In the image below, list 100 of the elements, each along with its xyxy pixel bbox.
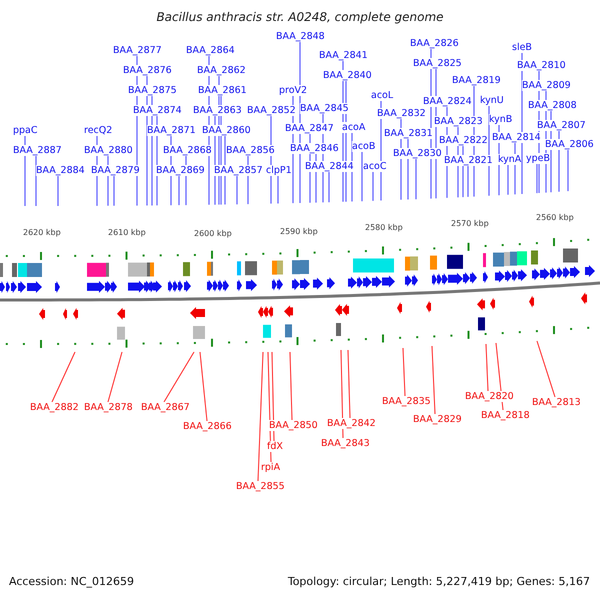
gene-label: BAA_2809	[522, 80, 571, 91]
leader-line	[372, 172, 374, 202]
gene-label: BAA_2840	[323, 70, 372, 81]
gene-label: BAA_2866	[183, 421, 232, 432]
gene-label: BAA_2810	[517, 60, 566, 71]
gene-label: BAA_2841	[319, 50, 368, 61]
leader-line	[200, 352, 208, 422]
gene-label: BAA_2807	[537, 120, 586, 131]
gene-label: BAA_2879	[91, 165, 140, 176]
gene-label: BAA_2832	[377, 108, 426, 119]
gene-label: BAA_2822	[439, 135, 488, 146]
gene-label: BAA_2861	[198, 85, 247, 96]
gene-label: BAA_2830	[393, 148, 442, 159]
leader-line	[272, 352, 274, 442]
gene-label: BAA_2829	[413, 414, 462, 425]
scale-label: 2560 kbp	[536, 213, 574, 222]
gene-label: BAA_2825	[413, 58, 462, 69]
gene-label: BAA_2824	[423, 96, 472, 107]
scale-label: 2610 kbp	[108, 228, 146, 237]
leader-line	[402, 348, 406, 396]
gene-label: kynU	[480, 95, 504, 106]
gene-label: BAA_2820	[465, 391, 514, 402]
gene-label: BAA_2855	[236, 481, 285, 492]
gene-label: BAA_2860	[202, 125, 251, 136]
gene-label: BAA_2835	[382, 396, 431, 407]
gene-label: BAA_2842	[327, 418, 376, 429]
gene-label: acoB	[352, 141, 376, 152]
gene-label: BAA_2874	[133, 105, 182, 116]
accession-text: Accession: NC_012659	[9, 575, 134, 588]
gene-label: BAA_2862	[197, 65, 246, 76]
gene-label: BAA_2846	[290, 143, 339, 154]
leader-line	[108, 352, 122, 402]
gene-label: BAA_2814	[492, 132, 541, 143]
gene-label: BAA_2876	[123, 65, 172, 76]
gene-label: BAA_2819	[452, 75, 501, 86]
leader-line	[178, 176, 180, 206]
gene-label: ppaC	[13, 125, 38, 136]
scale-label: 2620 kbp	[23, 228, 61, 237]
gene-label: BAA_2882	[30, 402, 79, 413]
gene-label: recQ2	[84, 125, 112, 136]
gene-label: rpiA	[261, 462, 280, 473]
gene-label: acoL	[371, 90, 394, 101]
scale-label: 2570 kbp	[451, 219, 489, 228]
gene-label: BAA_2867	[141, 402, 190, 413]
gene-label: BAA_2856	[226, 145, 275, 156]
gene-label: BAA_2845	[300, 103, 349, 114]
gene-label: BAA_2813	[532, 397, 581, 408]
genome-summary-text: Topology: circular; Length: 5,227,419 bp; Genes: 5,167	[288, 575, 590, 588]
gene-label: BAA_2844	[305, 161, 354, 172]
scale-label: 2580 kbp	[365, 223, 403, 232]
leader-line	[52, 352, 76, 402]
scale-label: 2600 kbp	[194, 229, 232, 238]
gene-label: BAA_2871	[147, 125, 196, 136]
leader-line	[340, 350, 344, 438]
leader-line	[488, 106, 490, 196]
leader-line	[164, 352, 194, 402]
leader-line	[432, 346, 436, 414]
gene-label: BAA_2806	[545, 139, 594, 150]
gene-label: BAA_2821	[444, 155, 493, 166]
gene-label: BAA_2808	[528, 100, 577, 111]
gene-label: BAA_2818	[481, 410, 530, 421]
leader-line	[290, 352, 292, 420]
leader-line	[536, 164, 538, 194]
gene-label: sleB	[512, 42, 532, 53]
gene-label: BAA_2880	[84, 145, 133, 156]
gene-label: BAA_2887	[13, 145, 62, 156]
gene-label: BAA_2831	[384, 128, 433, 139]
gene-label: acoC	[363, 161, 386, 172]
gene-label: BAA_2850	[269, 420, 318, 431]
gene-label: BAA_2848	[276, 31, 325, 42]
gene-label: BAA_2847	[285, 123, 334, 134]
gene-label: proV2	[279, 85, 308, 96]
gene-label: clpP1	[266, 165, 292, 176]
leader-line	[514, 142, 516, 195]
gene-label: BAA_2864	[186, 45, 235, 56]
leader-line	[348, 350, 350, 418]
gene-label: BAA_2857	[214, 165, 263, 176]
gene-label: BAA_2863	[193, 105, 242, 116]
gene-label: BAA_2875	[128, 85, 177, 96]
gene-label: BAA_2869	[156, 165, 205, 176]
gene-label: BAA_2878	[84, 402, 133, 413]
leader-line	[236, 176, 238, 205]
gene-label: ypeB	[526, 153, 550, 164]
scale-label: 2590 kbp	[280, 227, 318, 236]
gene-label: BAA_2826	[410, 38, 459, 49]
gene-label: fdX	[267, 441, 283, 452]
gene-label: BAA_2843	[321, 438, 370, 449]
leader-line	[258, 352, 264, 482]
map-title: Bacillus anthracis str. A0248, complete genome	[155, 10, 445, 24]
gene-label: acoA	[342, 122, 366, 133]
gene-label: kynA	[498, 154, 522, 165]
leader-line	[24, 136, 26, 206]
leader-line	[486, 344, 488, 392]
leader-line	[536, 340, 556, 398]
gene-label: BAA_2823	[434, 116, 483, 127]
gene-label: BAA_2868	[163, 145, 212, 156]
gene-label: BAA_2877	[113, 45, 162, 56]
gene-label: BAA_2852	[247, 105, 296, 116]
gene-label: kynB	[489, 114, 512, 125]
leader-line	[328, 172, 330, 203]
